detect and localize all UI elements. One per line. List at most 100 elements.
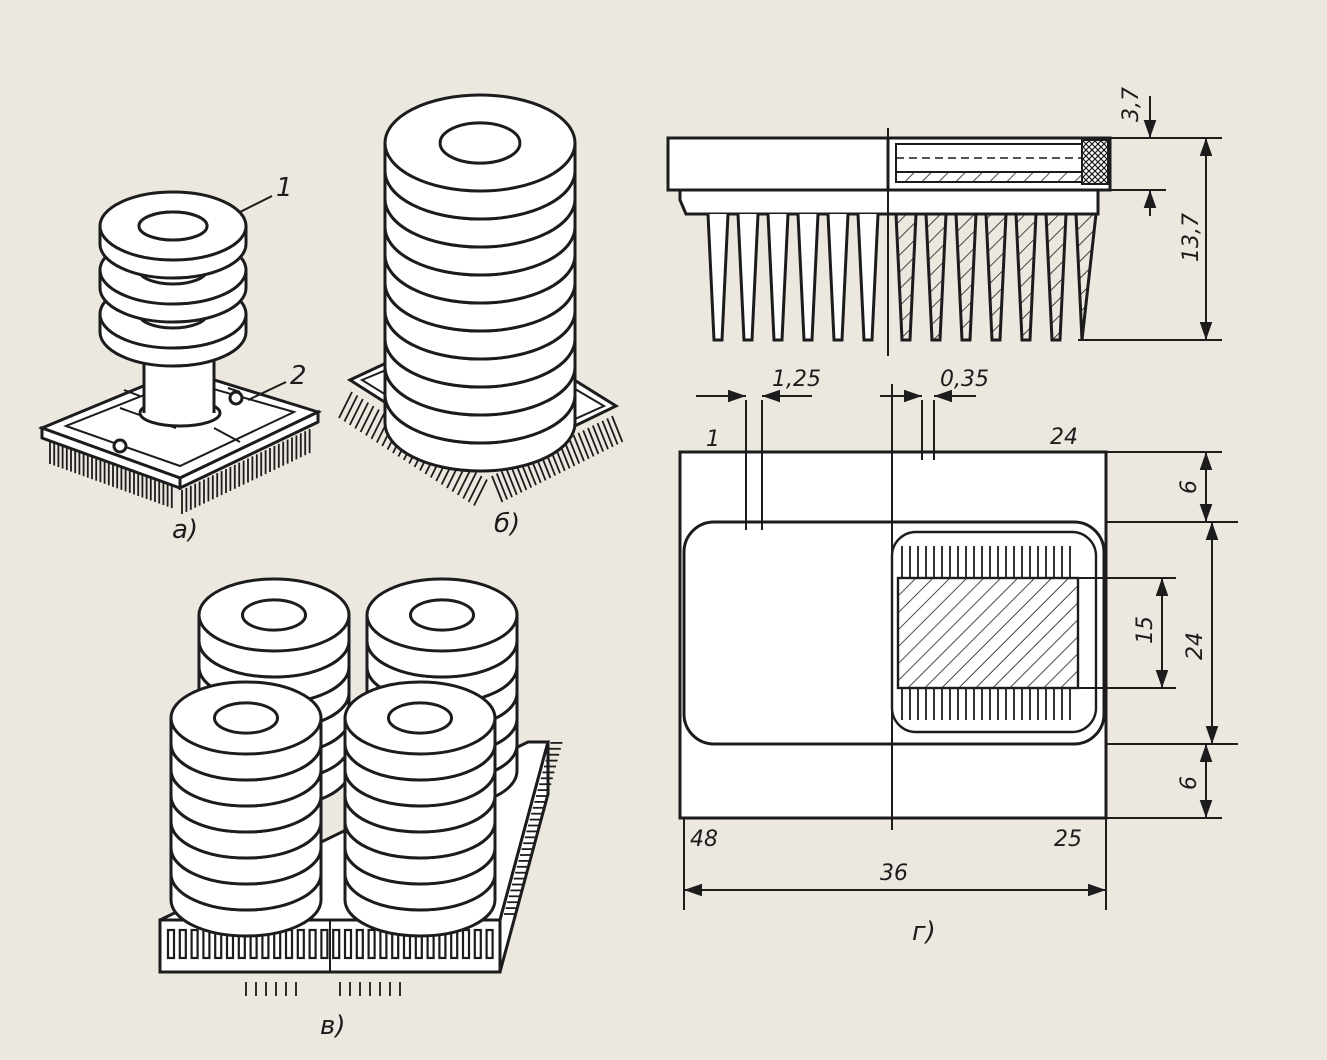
b-pin-right-24 [606,418,619,445]
b-pin-left-4 [359,405,375,433]
figure-d-side-view [666,96,1222,356]
b-pin-right-25 [611,415,624,443]
figure-a-base-side-right [178,409,320,491]
side-fin-left-1 [736,213,760,342]
figure-c-side-pins [504,742,563,915]
side-fin-left-2 [766,213,790,342]
b-pin-left-2 [348,398,364,426]
figure-c-front-pins [166,928,494,960]
b-pin-right-20 [587,427,600,455]
c-front-pin-11 [296,928,305,960]
dim-top-band-label: 6 [1177,480,1202,494]
dim-pitch-label: 1,25 [772,367,821,392]
pin-bottom-first-label: 48 [690,827,718,852]
side-fin-left-0 [706,213,730,342]
figure-c [158,577,563,996]
pin-first-label: 1 [706,427,720,452]
b-pin-right-16 [567,437,581,464]
side-fin-right-3 [984,213,1008,342]
c-front-pin-13 [320,928,329,960]
c2-disk-0-hole [409,598,475,632]
figure-a-callout-2: 2 [290,361,307,391]
dim-width-label: 36 [880,861,908,886]
b-pin-left-5 [365,409,380,436]
side-fin-end [1074,212,1098,341]
side-fin-left-5 [856,213,880,342]
side-view-seal [1081,139,1109,185]
figure-d-caption: г) [912,917,936,947]
c-front-pin-18 [379,928,388,960]
side-fin-right-0 [894,213,918,342]
b-pin-left-0 [338,391,353,419]
b-pin-left-22 [456,468,472,496]
figure-c-stack-front-right [343,680,497,938]
b-pin-right-17 [572,434,585,462]
figure-a-caption: а) [172,515,198,545]
a-top-hole-inner [137,210,209,242]
dim-chip-label: 15 [1133,616,1158,644]
b-pin-left-1 [343,395,359,422]
dim-lead-label: 0,35 [940,367,989,392]
figure-a-pins [49,429,311,514]
b-pin-left-24 [467,475,483,503]
side-fin-right-4 [1014,213,1038,342]
figure-a-base-hole-2 [228,390,244,406]
c-front-pin-15 [343,928,353,960]
b-pin-left-3 [354,402,370,429]
b-pin-right-1 [495,473,509,500]
c-front-pin-25 [461,928,471,960]
c-front-pin-1 [178,928,187,960]
figure-b [338,93,624,506]
c3-disk-0-hole [213,701,279,735]
c-front-pin-0 [166,928,176,960]
side-fin-right-5 [1044,213,1068,342]
figure-b-caption: б) [494,509,520,539]
side-view-fins [706,212,1098,342]
b-pin-right-18 [577,432,590,460]
b-pin-left-23 [462,472,478,499]
figure-a [37,190,323,514]
c-front-pin-2 [190,928,199,960]
c-front-pin-12 [308,928,317,960]
figure-c-stack-front-left [169,680,323,938]
side-fin-left-4 [826,213,850,342]
b-pin-right-22 [596,422,609,450]
side-view-lid-hatched-strip [895,171,1083,183]
pin-top-last-label: 24 [1050,425,1078,450]
figure-c-leads [245,982,401,996]
figure-a-callout-2-leader [247,381,287,401]
c1-disk-0-hole [241,598,307,632]
figure-a-callout-1-leader [239,195,273,213]
dim-lid-label: 3,7 [1119,87,1144,122]
c-front-pin-26 [473,928,482,960]
dim-height-label: 13,7 [1179,213,1204,262]
figure-a-callout-1: 1 [276,173,293,203]
plan-view-die-comb-top [901,546,1071,578]
figure-a-disks [98,190,248,368]
b-pin-right-0 [491,475,504,503]
figure-a-base-hole [112,438,128,454]
b-pin-left-6 [370,412,386,440]
c-front-pin-10 [284,928,294,960]
c-front-pin-14 [332,928,341,960]
c-front-pin-27 [485,928,494,960]
c-front-pin-3 [202,928,211,960]
figure-c-caption: в) [320,1011,345,1041]
dim-bottom-band-label: 6 [1177,776,1202,790]
b-pin-right-23 [601,420,614,448]
figure-b-disk-stack [383,93,577,473]
dim-body-label: 24 [1183,632,1208,660]
c-front-pin-16 [355,928,364,960]
c4-disk-0-hole [387,701,453,735]
side-fin-left-3 [796,213,820,342]
plan-view-die [896,576,1080,690]
plan-view-die-comb-bottom [901,688,1071,720]
side-fin-right-1 [924,213,948,342]
c-front-pin-17 [367,928,376,960]
b-pin-right-3 [505,468,518,496]
b-pin-right-2 [500,470,513,498]
figure-d-plan-view [678,384,1238,910]
b-pin-right-21 [591,425,605,452]
